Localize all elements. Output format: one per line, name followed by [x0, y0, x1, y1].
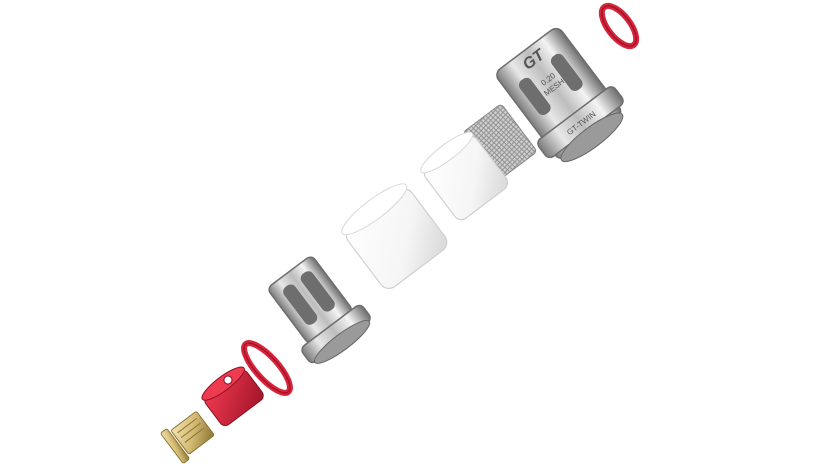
red-insulator: [201, 366, 264, 427]
gold-contact-pin: [160, 411, 215, 464]
top-metal-cap: GT 0.20 MESH GT-TWIN: [496, 27, 624, 163]
bottom-o-ring: [241, 340, 293, 396]
bottom-metal-cage: [268, 256, 371, 364]
top-o-ring: [598, 2, 640, 50]
lower-white-sleeve: [341, 183, 448, 290]
upper-white-sleeve: [420, 131, 509, 221]
